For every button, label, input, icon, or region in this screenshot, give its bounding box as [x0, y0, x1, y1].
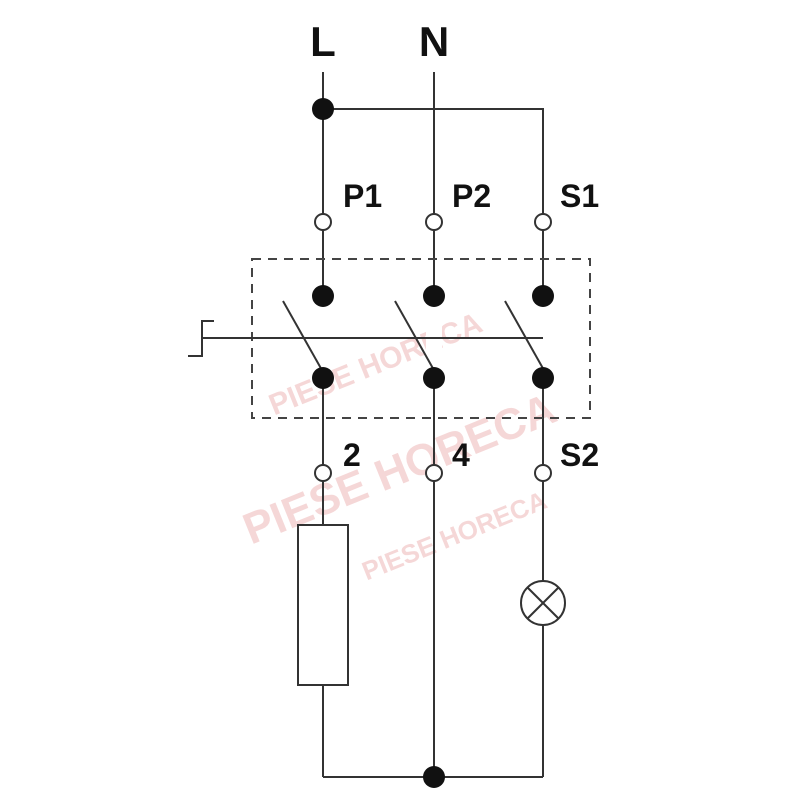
label-s2: S2 — [560, 437, 599, 473]
switch-contacts — [282, 300, 546, 373]
label-neutral: N — [419, 18, 449, 65]
svg-text:PIESE HORECA: PIESE HORECA — [264, 307, 487, 423]
label-line: L — [310, 18, 336, 65]
label-s1: S1 — [560, 178, 599, 214]
label-p1: P1 — [343, 178, 382, 214]
label-4: 4 — [452, 437, 470, 473]
indicator-lamp-icon — [520, 580, 566, 626]
watermark: PIESE HORECA PIESE HORECA PIESE HORECA — [236, 307, 563, 587]
label-2: 2 — [343, 437, 361, 473]
heater-resistor — [297, 524, 349, 686]
label-p2: P2 — [452, 178, 491, 214]
junction-dots — [312, 98, 554, 788]
terminals — [314, 213, 552, 482]
